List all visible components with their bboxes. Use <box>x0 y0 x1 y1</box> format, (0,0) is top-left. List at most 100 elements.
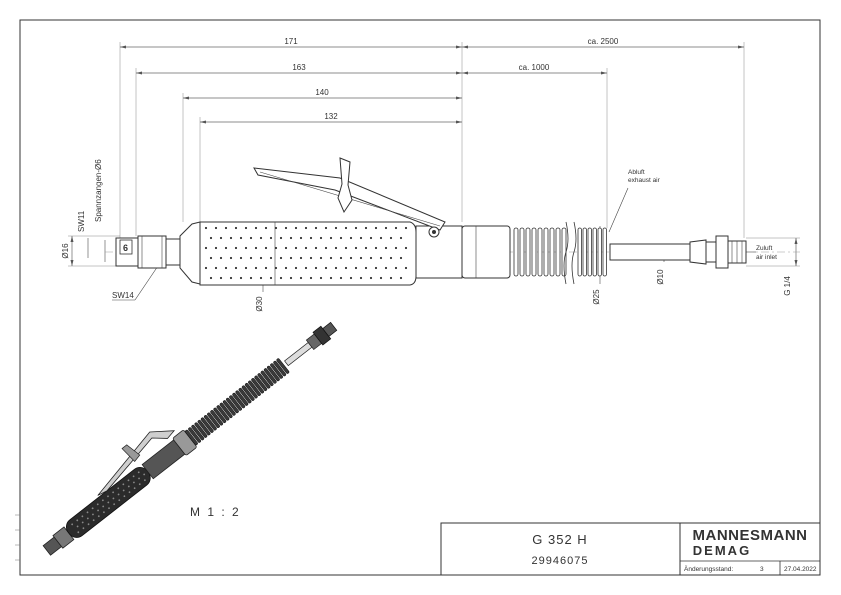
spring-coil <box>513 227 519 277</box>
grip-dot <box>234 226 238 230</box>
label-exhaust-en: exhaust air <box>628 177 661 184</box>
grip-dot <box>384 246 388 250</box>
grip-dot <box>364 246 368 250</box>
grip-dot <box>204 246 208 250</box>
grip-dot <box>269 276 273 280</box>
grip-dot <box>404 226 408 230</box>
spring-coil <box>602 227 607 277</box>
spring-coil <box>582 227 587 277</box>
grip-dot <box>369 236 373 240</box>
grip-dot <box>384 226 388 230</box>
grip-dot <box>138 477 140 480</box>
grip-dot <box>369 256 373 260</box>
grip-dot <box>399 256 403 260</box>
grip-dot <box>339 276 343 280</box>
grip-dot <box>289 236 293 240</box>
grip-dot <box>394 266 398 270</box>
nose-cap <box>179 221 201 285</box>
motor-grip <box>199 221 417 286</box>
grip-dot <box>244 226 248 230</box>
grip-dot <box>324 226 328 230</box>
grip-dot <box>384 266 388 270</box>
spring-coil <box>537 227 543 277</box>
spring-coil <box>203 415 217 431</box>
spring-coil <box>188 427 201 443</box>
grip-dot <box>319 236 323 240</box>
grip-dot <box>103 511 105 514</box>
model-name: G 352 H <box>532 532 587 547</box>
grip-dot <box>118 499 121 502</box>
grip-dot <box>274 246 278 250</box>
grip-dot <box>143 473 146 476</box>
grip-dot <box>339 256 343 260</box>
grip-dot <box>127 485 130 488</box>
grip-dot <box>354 226 358 230</box>
spring-coil <box>229 395 242 411</box>
grip-dot <box>394 226 398 230</box>
grip-dot <box>102 505 105 508</box>
spring-coil <box>267 365 280 382</box>
spring-coil <box>197 419 211 436</box>
grip-dot <box>122 483 125 486</box>
grip-dot <box>86 511 89 514</box>
dim-collet: Spannzangen-Ø6 <box>94 159 103 222</box>
grip-dot <box>334 226 338 230</box>
grip-dot <box>349 276 353 280</box>
grip-dot <box>91 507 94 510</box>
spring-coil <box>238 387 252 404</box>
drawing-frame <box>19 19 821 576</box>
spring-coil <box>244 383 258 399</box>
spring-coil <box>207 412 220 428</box>
grip-dot <box>86 517 89 520</box>
spring-coil <box>226 397 239 414</box>
grip-dot <box>404 246 408 250</box>
grip-dot <box>349 236 353 240</box>
grip-dot <box>229 256 233 260</box>
grip-dot <box>389 276 393 280</box>
grip-dot <box>81 521 84 524</box>
grip-dot <box>279 276 283 280</box>
grip-dot <box>399 236 403 240</box>
grip-dot <box>107 495 109 498</box>
spring-coil <box>200 417 214 433</box>
grip-dot <box>264 246 268 250</box>
grip-dot <box>299 256 303 260</box>
grip-dot <box>209 236 213 240</box>
grip-dot <box>224 226 228 230</box>
dim-ca-1000: ca. 1000 <box>519 63 550 72</box>
hose-spring-guard <box>513 227 567 277</box>
grip-dot <box>81 515 84 518</box>
grip-dot <box>239 276 243 280</box>
grip-dot <box>334 266 338 270</box>
grip-dot <box>112 491 115 494</box>
grip-dots <box>204 226 408 280</box>
grip-dot <box>204 266 208 270</box>
grip-dot <box>224 246 228 250</box>
grip-dot <box>314 246 318 250</box>
grip-dot <box>284 226 288 230</box>
grip-dot <box>269 236 273 240</box>
spring-coil <box>276 358 290 374</box>
grip-dot <box>112 497 115 500</box>
dim-sw14: SW14 <box>112 291 134 300</box>
grip-dot <box>329 236 333 240</box>
spring-coil <box>241 385 255 401</box>
spring-coil <box>577 227 582 277</box>
grip-dot <box>294 226 298 230</box>
grip-dot <box>229 276 233 280</box>
spring-coil <box>248 380 261 396</box>
grip-dot <box>244 246 248 250</box>
spring-coil <box>222 400 236 416</box>
spring-coil <box>216 405 230 421</box>
grip-dot <box>138 483 141 486</box>
grip-dot <box>274 266 278 270</box>
spring-coil <box>555 227 561 277</box>
dimension-lines <box>119 42 745 240</box>
grip-dot <box>214 266 218 270</box>
tool-isometric-view <box>42 321 338 556</box>
spring-coil <box>592 227 597 277</box>
grip-dot <box>234 266 238 270</box>
grip-dot <box>107 501 110 504</box>
grip-dot <box>82 527 85 530</box>
dim-140: 140 <box>315 88 329 97</box>
